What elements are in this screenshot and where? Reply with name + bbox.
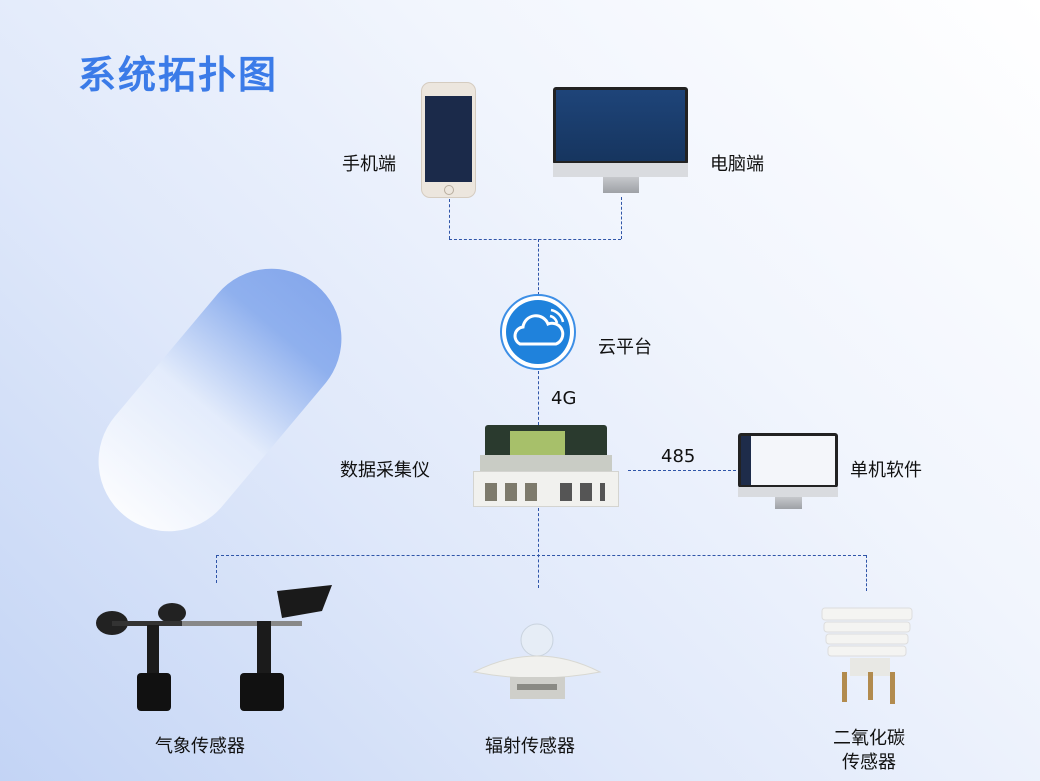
logger-label: 数据采集仪 — [340, 460, 430, 481]
cloud-icon — [513, 308, 565, 346]
link-485-label: 485 — [661, 446, 696, 467]
connector-line — [538, 508, 539, 588]
connector-line — [449, 199, 450, 239]
pc-label: 电脑端 — [710, 154, 764, 175]
cloud-label: 云平台 — [598, 337, 652, 358]
co2-sensor-label-line1: 二氧化碳 — [833, 728, 905, 749]
co2-sensor-label-line2: 传感器 — [842, 752, 896, 773]
weather-sensor-image — [96, 585, 332, 711]
standalone-software-monitor-image — [738, 433, 838, 510]
connector-line — [628, 470, 736, 471]
connector-line — [449, 239, 621, 240]
connector-line — [538, 239, 539, 295]
radiation-sensor-image — [472, 623, 602, 699]
connector-line — [866, 555, 867, 591]
page-title: 系统拓扑图 — [78, 53, 279, 97]
data-logger-image — [465, 425, 627, 509]
connector-line — [216, 555, 866, 556]
weather-sensor-label: 气象传感器 — [155, 736, 245, 757]
standalone-label: 单机软件 — [850, 460, 922, 481]
co2-sensor-image — [821, 607, 913, 704]
connector-line — [538, 371, 539, 425]
connector-line — [216, 555, 217, 583]
mobile-phone-image — [421, 82, 476, 198]
radiation-sensor-label: 辐射传感器 — [485, 736, 575, 757]
connector-line — [621, 197, 622, 239]
mobile-label: 手机端 — [342, 154, 396, 175]
decorative-pill — [69, 240, 371, 560]
link-4g-label: 4G — [551, 388, 577, 409]
pc-monitor-image — [553, 87, 688, 197]
cloud-platform-icon — [500, 294, 576, 370]
